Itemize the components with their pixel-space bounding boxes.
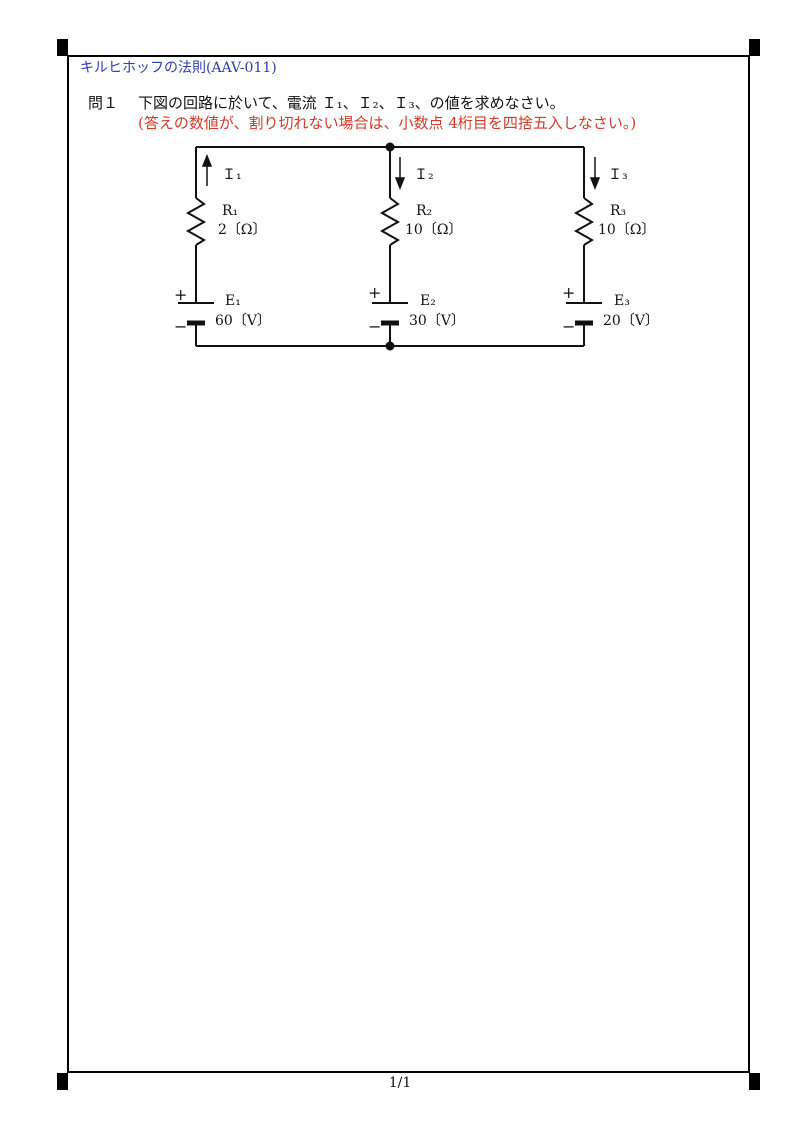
resistor-value-r1: 2〔Ω〕 bbox=[218, 222, 267, 238]
current-label-i3: Ｉ₃ bbox=[608, 167, 628, 183]
source-value-e1: 60〔V〕 bbox=[215, 313, 271, 329]
plus-sign-e1: + bbox=[174, 285, 187, 304]
junction-node-bottom bbox=[385, 341, 395, 351]
source-name-e1: E₁ bbox=[225, 293, 241, 309]
resistor-value-r3: 10〔Ω〕 bbox=[598, 222, 655, 238]
source-name-e3: E₃ bbox=[614, 293, 630, 309]
corner-mark-bottom-right bbox=[749, 1073, 760, 1090]
worksheet-title: キルヒホッフの法則(AAV-011) bbox=[80, 60, 277, 76]
minus-sign-e3: − bbox=[562, 317, 575, 336]
corner-mark-top-left bbox=[57, 39, 68, 56]
current-arrow-i2-head bbox=[394, 177, 406, 191]
page-border bbox=[67, 55, 750, 1073]
junction-node-top bbox=[385, 142, 395, 152]
resistor-name-r2: R₂ bbox=[416, 203, 432, 219]
resistor-name-r3: R₃ bbox=[610, 203, 626, 219]
source-value-e3: 20〔V〕 bbox=[603, 313, 659, 329]
question-number: 問１ bbox=[88, 94, 119, 112]
source-name-e2: E₂ bbox=[420, 293, 436, 309]
current-label-i2: Ｉ₂ bbox=[414, 167, 434, 183]
resistor-r3 bbox=[573, 197, 595, 246]
corner-mark-bottom-left bbox=[57, 1073, 68, 1090]
plus-sign-e2: + bbox=[368, 283, 381, 302]
current-arrow-i3-head bbox=[589, 177, 601, 191]
resistor-r2 bbox=[379, 197, 401, 246]
minus-sign-e1: − bbox=[174, 317, 187, 336]
corner-mark-top-right bbox=[749, 39, 760, 56]
current-arrow-i1-head bbox=[201, 153, 213, 167]
plus-sign-e3: + bbox=[562, 283, 575, 302]
page-number: 1/1 bbox=[388, 1075, 412, 1091]
current-label-i1: Ｉ₁ bbox=[222, 167, 242, 183]
minus-sign-e2: − bbox=[368, 317, 381, 336]
resistor-value-r2: 10〔Ω〕 bbox=[405, 222, 462, 238]
question-text: 下図の回路に於いて、電流 Ｉ₁、Ｉ₂、Ｉ₃、の値を求めなさい。 bbox=[138, 94, 565, 112]
source-value-e2: 30〔V〕 bbox=[409, 313, 465, 329]
question-note: (答えの数値が、割り切れない場合は、小数点 4桁目を四捨五入しなさい。) bbox=[138, 114, 637, 132]
resistor-name-r1: R₁ bbox=[222, 203, 238, 219]
resistor-r1 bbox=[185, 197, 207, 246]
